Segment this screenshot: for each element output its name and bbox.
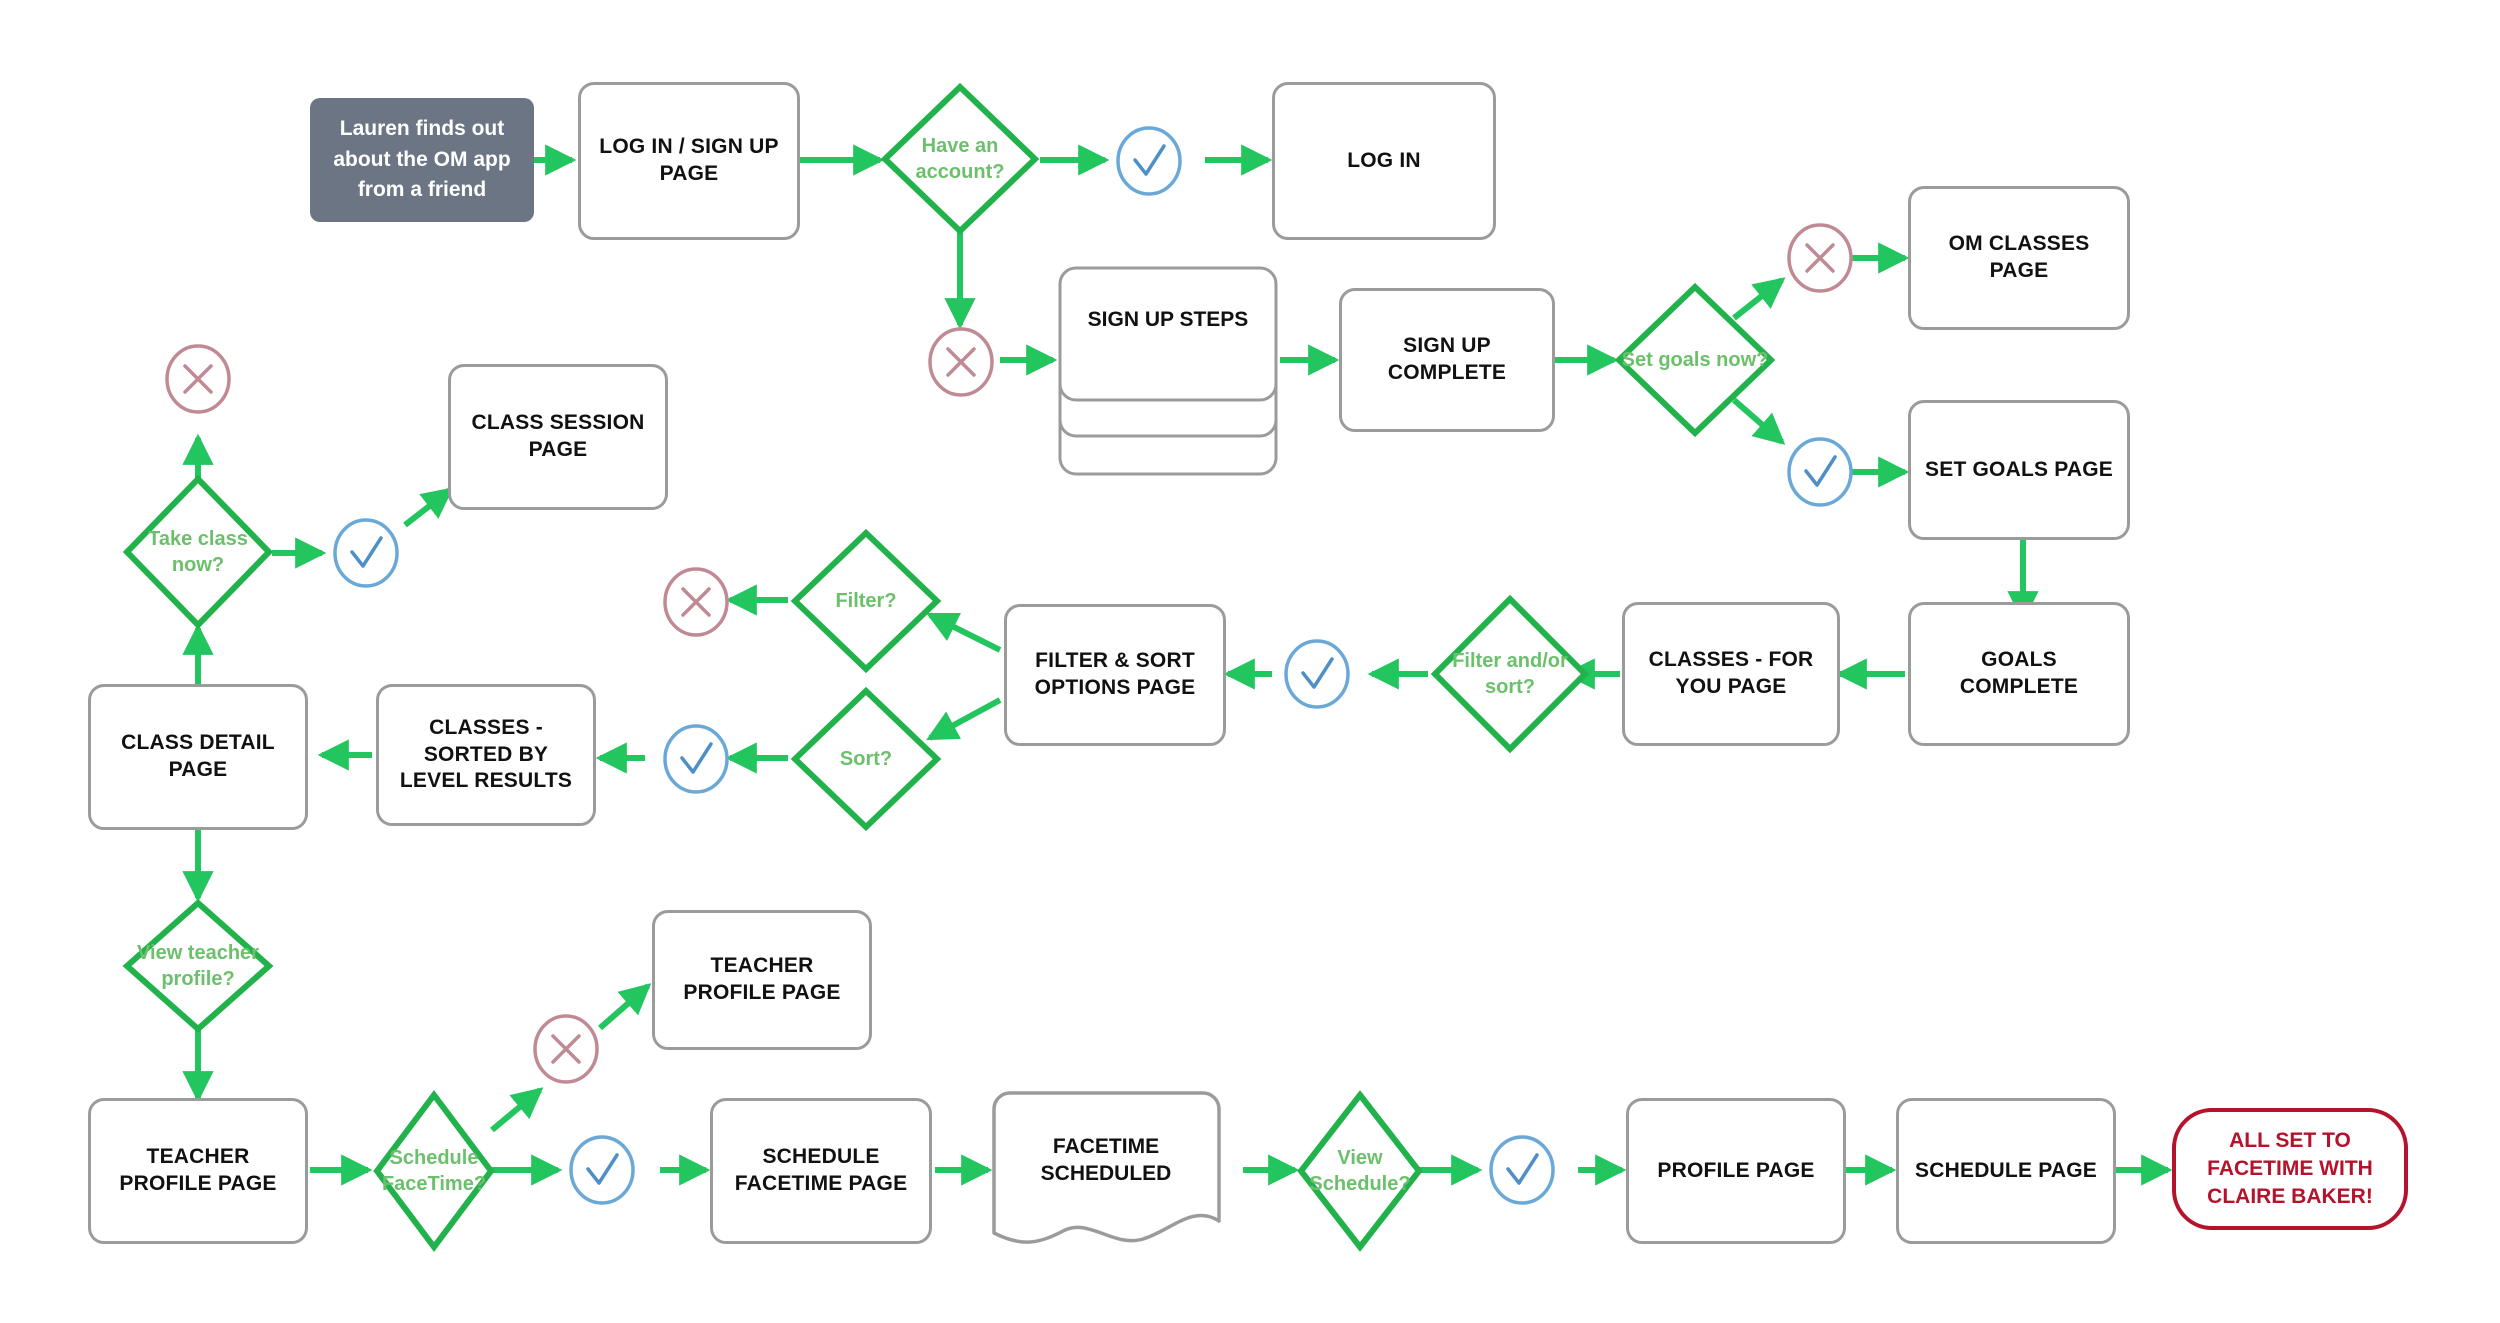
node-view-schedule[interactable]: View Schedule?: [1296, 1090, 1424, 1252]
node-facetime-scheduled-label: FACETIME SCHEDULED: [1040, 1135, 1172, 1185]
gate-filter-sort-yes[interactable]: [1281, 637, 1353, 711]
node-goals-complete[interactable]: GOALS COMPLETE: [1908, 602, 2130, 746]
gate-filter-q-no[interactable]: [660, 565, 732, 639]
check-circle-icon: [1489, 1135, 1555, 1205]
x-circle-icon: [533, 1014, 599, 1084]
x-circle-icon: [928, 327, 994, 397]
node-sign-up-steps[interactable]: SIGN UP STEPS: [1057, 265, 1279, 478]
node-class-detail-page-label: CLASS DETAIL PAGE: [121, 731, 275, 781]
node-log-in[interactable]: LOG IN: [1272, 82, 1496, 240]
diamond-shape: [790, 528, 942, 674]
node-sign-up-complete[interactable]: SIGN UP COMPLETE: [1339, 288, 1555, 432]
node-class-session-page-label: CLASS SESSION PAGE: [471, 411, 645, 461]
node-set-goals-page-label: SET GOALS PAGE: [1925, 457, 2113, 481]
check-circle-icon: [333, 518, 399, 588]
diamond-shape: [880, 82, 1040, 236]
diamond-shape: [122, 898, 274, 1034]
node-have-account[interactable]: Have an account?: [880, 82, 1040, 236]
node-login-signup-page[interactable]: LOG IN / SIGN UP PAGE: [578, 82, 800, 240]
gate-set-goals-no[interactable]: [1784, 221, 1856, 295]
check-circle-icon: [1116, 126, 1182, 196]
node-log-in-label: LOG IN: [1347, 148, 1421, 172]
check-circle-icon: [1284, 639, 1350, 709]
node-teacher-profile-page-1-label: TEACHER PROFILE PAGE: [119, 1145, 277, 1195]
gate-schedule-facetime-yes[interactable]: [566, 1133, 638, 1207]
document-shape: [992, 1091, 1221, 1244]
node-start[interactable]: Lauren finds out about the OM app from a…: [310, 98, 534, 222]
stacked-card-shape: [1058, 266, 1278, 476]
x-circle-icon: [663, 567, 729, 637]
gate-sort-q-yes[interactable]: [660, 722, 732, 796]
node-schedule-facetime[interactable]: Schedule FaceTime?: [372, 1090, 496, 1252]
node-sign-up-steps-label: SIGN UP STEPS: [1087, 308, 1249, 331]
node-classes-for-you-page[interactable]: CLASSES - FOR YOU PAGE: [1622, 602, 1840, 746]
node-set-goals-page[interactable]: SET GOALS PAGE: [1908, 400, 2130, 540]
node-profile-page[interactable]: PROFILE PAGE: [1626, 1098, 1846, 1244]
node-end[interactable]: ALL SET TO FACETIME WITH CLAIRE BAKER!: [2172, 1108, 2408, 1230]
edge-no-to-teacherprofile2: [598, 983, 652, 1031]
edge-schedulefacetime-to-no: [490, 1087, 544, 1133]
x-circle-icon: [1787, 223, 1853, 293]
node-schedule-facetime-page[interactable]: SCHEDULE FACETIME PAGE: [710, 1098, 932, 1244]
node-start-label: Lauren finds out about the OM app from a…: [333, 117, 511, 202]
check-circle-icon: [663, 724, 729, 794]
node-classes-for-you-page-label: CLASSES - FOR YOU PAGE: [1648, 648, 1814, 698]
node-filter-q[interactable]: Filter?: [790, 528, 942, 674]
node-om-classes-page-label: OM CLASSES PAGE: [1948, 232, 2090, 282]
x-circle-icon: [165, 344, 231, 414]
node-filter-sort-options-page[interactable]: FILTER & SORT OPTIONS PAGE: [1004, 604, 1226, 746]
node-profile-page-label: PROFILE PAGE: [1657, 1158, 1815, 1182]
node-om-classes-page[interactable]: OM CLASSES PAGE: [1908, 186, 2130, 330]
node-set-goals-now[interactable]: Set goals now?: [1614, 282, 1776, 438]
node-goals-complete-label: GOALS COMPLETE: [1959, 648, 2079, 698]
gate-take-class-no[interactable]: [162, 342, 234, 416]
node-class-detail-page[interactable]: CLASS DETAIL PAGE: [88, 684, 308, 830]
gate-have-account-no[interactable]: [925, 325, 997, 399]
node-view-teacher-profile[interactable]: View teacher profile?: [122, 898, 274, 1034]
node-end-label: ALL SET TO FACETIME WITH CLAIRE BAKER!: [2207, 1129, 2373, 1208]
gate-schedule-facetime-no[interactable]: [530, 1012, 602, 1086]
node-teacher-profile-page-2[interactable]: TEACHER PROFILE PAGE: [652, 910, 872, 1050]
diamond-shape: [1614, 282, 1776, 438]
gate-view-schedule-yes[interactable]: [1486, 1133, 1558, 1207]
gate-take-class-yes[interactable]: [330, 516, 402, 590]
node-filter-and-or-sort[interactable]: Filter and/or sort?: [1430, 594, 1590, 754]
node-schedule-page[interactable]: SCHEDULE PAGE: [1896, 1098, 2116, 1244]
node-class-session-page[interactable]: CLASS SESSION PAGE: [448, 364, 668, 510]
node-take-class-now[interactable]: Take class now?: [122, 474, 274, 630]
node-classes-sorted-results-label: CLASSES - SORTED BY LEVEL RESULTS: [399, 715, 573, 793]
check-circle-icon: [569, 1135, 635, 1205]
node-teacher-profile-page-2-label: TEACHER PROFILE PAGE: [683, 954, 841, 1004]
node-schedule-page-label: SCHEDULE PAGE: [1915, 1158, 2097, 1182]
diamond-shape: [1297, 1090, 1423, 1252]
node-filter-sort-options-page-label: FILTER & SORT OPTIONS PAGE: [1034, 649, 1196, 699]
node-schedule-facetime-page-label: SCHEDULE FACETIME PAGE: [734, 1145, 908, 1195]
node-classes-sorted-results[interactable]: CLASSES - SORTED BY LEVEL RESULTS: [376, 684, 596, 826]
node-sort-q[interactable]: Sort?: [790, 686, 942, 832]
gate-set-goals-yes[interactable]: [1784, 435, 1856, 509]
diamond-shape: [373, 1090, 495, 1252]
diamond-shape: [1430, 594, 1590, 754]
gate-have-account-yes[interactable]: [1113, 124, 1185, 198]
node-login-signup-page-label: LOG IN / SIGN UP PAGE: [599, 135, 779, 185]
check-circle-icon: [1787, 437, 1853, 507]
diamond-shape: [790, 686, 942, 832]
node-facetime-scheduled[interactable]: FACETIME SCHEDULED: [990, 1090, 1222, 1248]
diamond-shape: [122, 474, 274, 630]
edge-yes-to-classsession: [403, 487, 454, 528]
node-sign-up-complete-label: SIGN UP COMPLETE: [1387, 334, 1507, 384]
node-teacher-profile-page-1[interactable]: TEACHER PROFILE PAGE: [88, 1098, 308, 1244]
